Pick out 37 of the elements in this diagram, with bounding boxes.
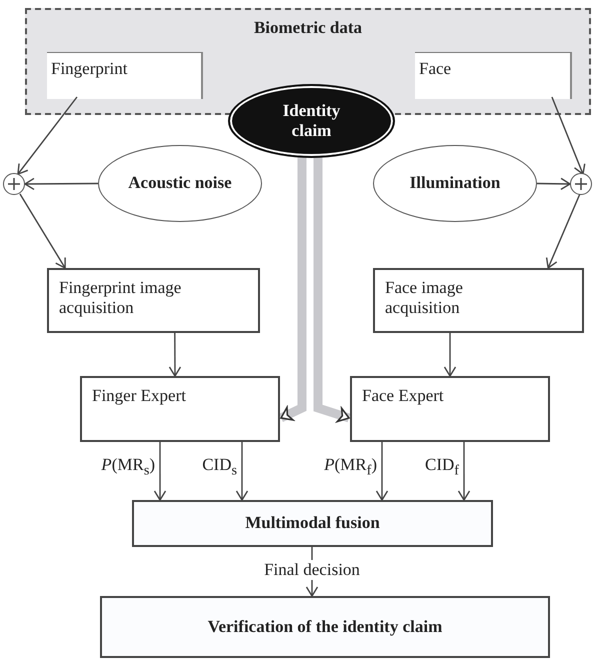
summing-junction — [570, 173, 592, 195]
process-box — [132, 500, 493, 547]
process-box — [47, 268, 260, 333]
arrow — [24, 178, 98, 190]
process-box — [80, 376, 280, 442]
pipe-arrow — [279, 157, 306, 422]
node-label: Fingerprint — [51, 59, 128, 80]
node-label: Face Expert — [362, 386, 444, 406]
arrow — [19, 194, 66, 269]
arrow — [546, 194, 581, 269]
summing-junction — [3, 173, 25, 195]
node-label: Verification of the identity claim — [208, 616, 442, 638]
node-label: Biometric data — [254, 18, 362, 38]
node-label: Finger Expert — [92, 386, 186, 406]
pipe-arrow — [314, 157, 350, 422]
arrow — [376, 442, 388, 501]
input-box — [415, 52, 572, 99]
node-label: Acoustic noise — [128, 173, 232, 194]
arrow — [537, 178, 571, 190]
input-box — [47, 52, 203, 99]
arrow — [154, 442, 166, 501]
arrow — [236, 442, 248, 501]
edge-label: Final decision — [263, 560, 361, 580]
process-box — [350, 376, 550, 442]
node-label: Face image acquisition — [385, 278, 464, 319]
arrow — [444, 333, 456, 377]
process-box — [373, 268, 584, 333]
node-label: Multimodal fusion — [245, 513, 380, 534]
node-label: Illumination — [410, 173, 500, 194]
arrow — [168, 333, 182, 377]
process-box — [100, 596, 550, 658]
arrow — [458, 442, 470, 501]
node-label: Fingerprint image acquisition — [59, 278, 182, 319]
node-label: Identity claim — [282, 100, 342, 142]
arrow — [551, 96, 586, 175]
arrow — [17, 96, 78, 175]
node-label: Face — [419, 59, 452, 80]
